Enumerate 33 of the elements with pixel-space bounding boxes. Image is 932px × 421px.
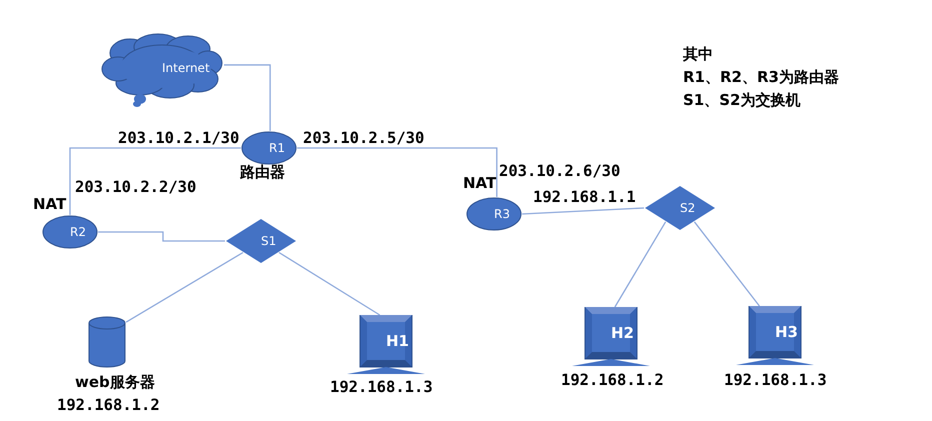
connection-line (694, 221, 760, 306)
node-label: R1 (269, 141, 285, 155)
node-caption: 192.168.1.3 (724, 372, 827, 389)
node-label: R3 (494, 207, 510, 221)
connection-line (522, 207, 644, 215)
connection-line (614, 221, 666, 308)
node-caption: 192.168.1.2 (57, 397, 160, 414)
node-label: S1 (261, 234, 276, 248)
ip-address-label: 203.10.2.2/30 (75, 179, 196, 196)
connection-line (69, 147, 241, 215)
node-label: Internet (162, 61, 210, 75)
host-label: H2 (611, 324, 634, 342)
node-label: R2 (70, 225, 86, 239)
host-label: H3 (775, 323, 798, 341)
node-caption: NAT (463, 175, 496, 192)
connection-line (126, 252, 244, 323)
node-caption: 路由器 (240, 164, 285, 181)
note-text: R1、R2、R3为路由器 (683, 69, 839, 86)
note-text: S1、S2为交换机 (683, 92, 800, 109)
connection-line (297, 147, 498, 197)
connection-line (278, 252, 380, 316)
node-label: S2 (680, 201, 696, 215)
connection-line (98, 231, 225, 242)
node-caption: NAT (33, 196, 66, 213)
ip-address-label: 203.10.2.5/30 (303, 130, 424, 147)
ip-address-label: 203.10.2.6/30 (499, 163, 620, 180)
host-label: H1 (386, 332, 409, 350)
node-caption: web服务器 (75, 374, 155, 391)
node-caption: 192.168.1.3 (330, 379, 433, 396)
ip-address-label: 203.10.2.1/30 (118, 130, 240, 147)
node-caption: 192.168.1.2 (561, 372, 664, 389)
note-text: 其中 (683, 46, 713, 63)
connection-line (224, 64, 271, 131)
